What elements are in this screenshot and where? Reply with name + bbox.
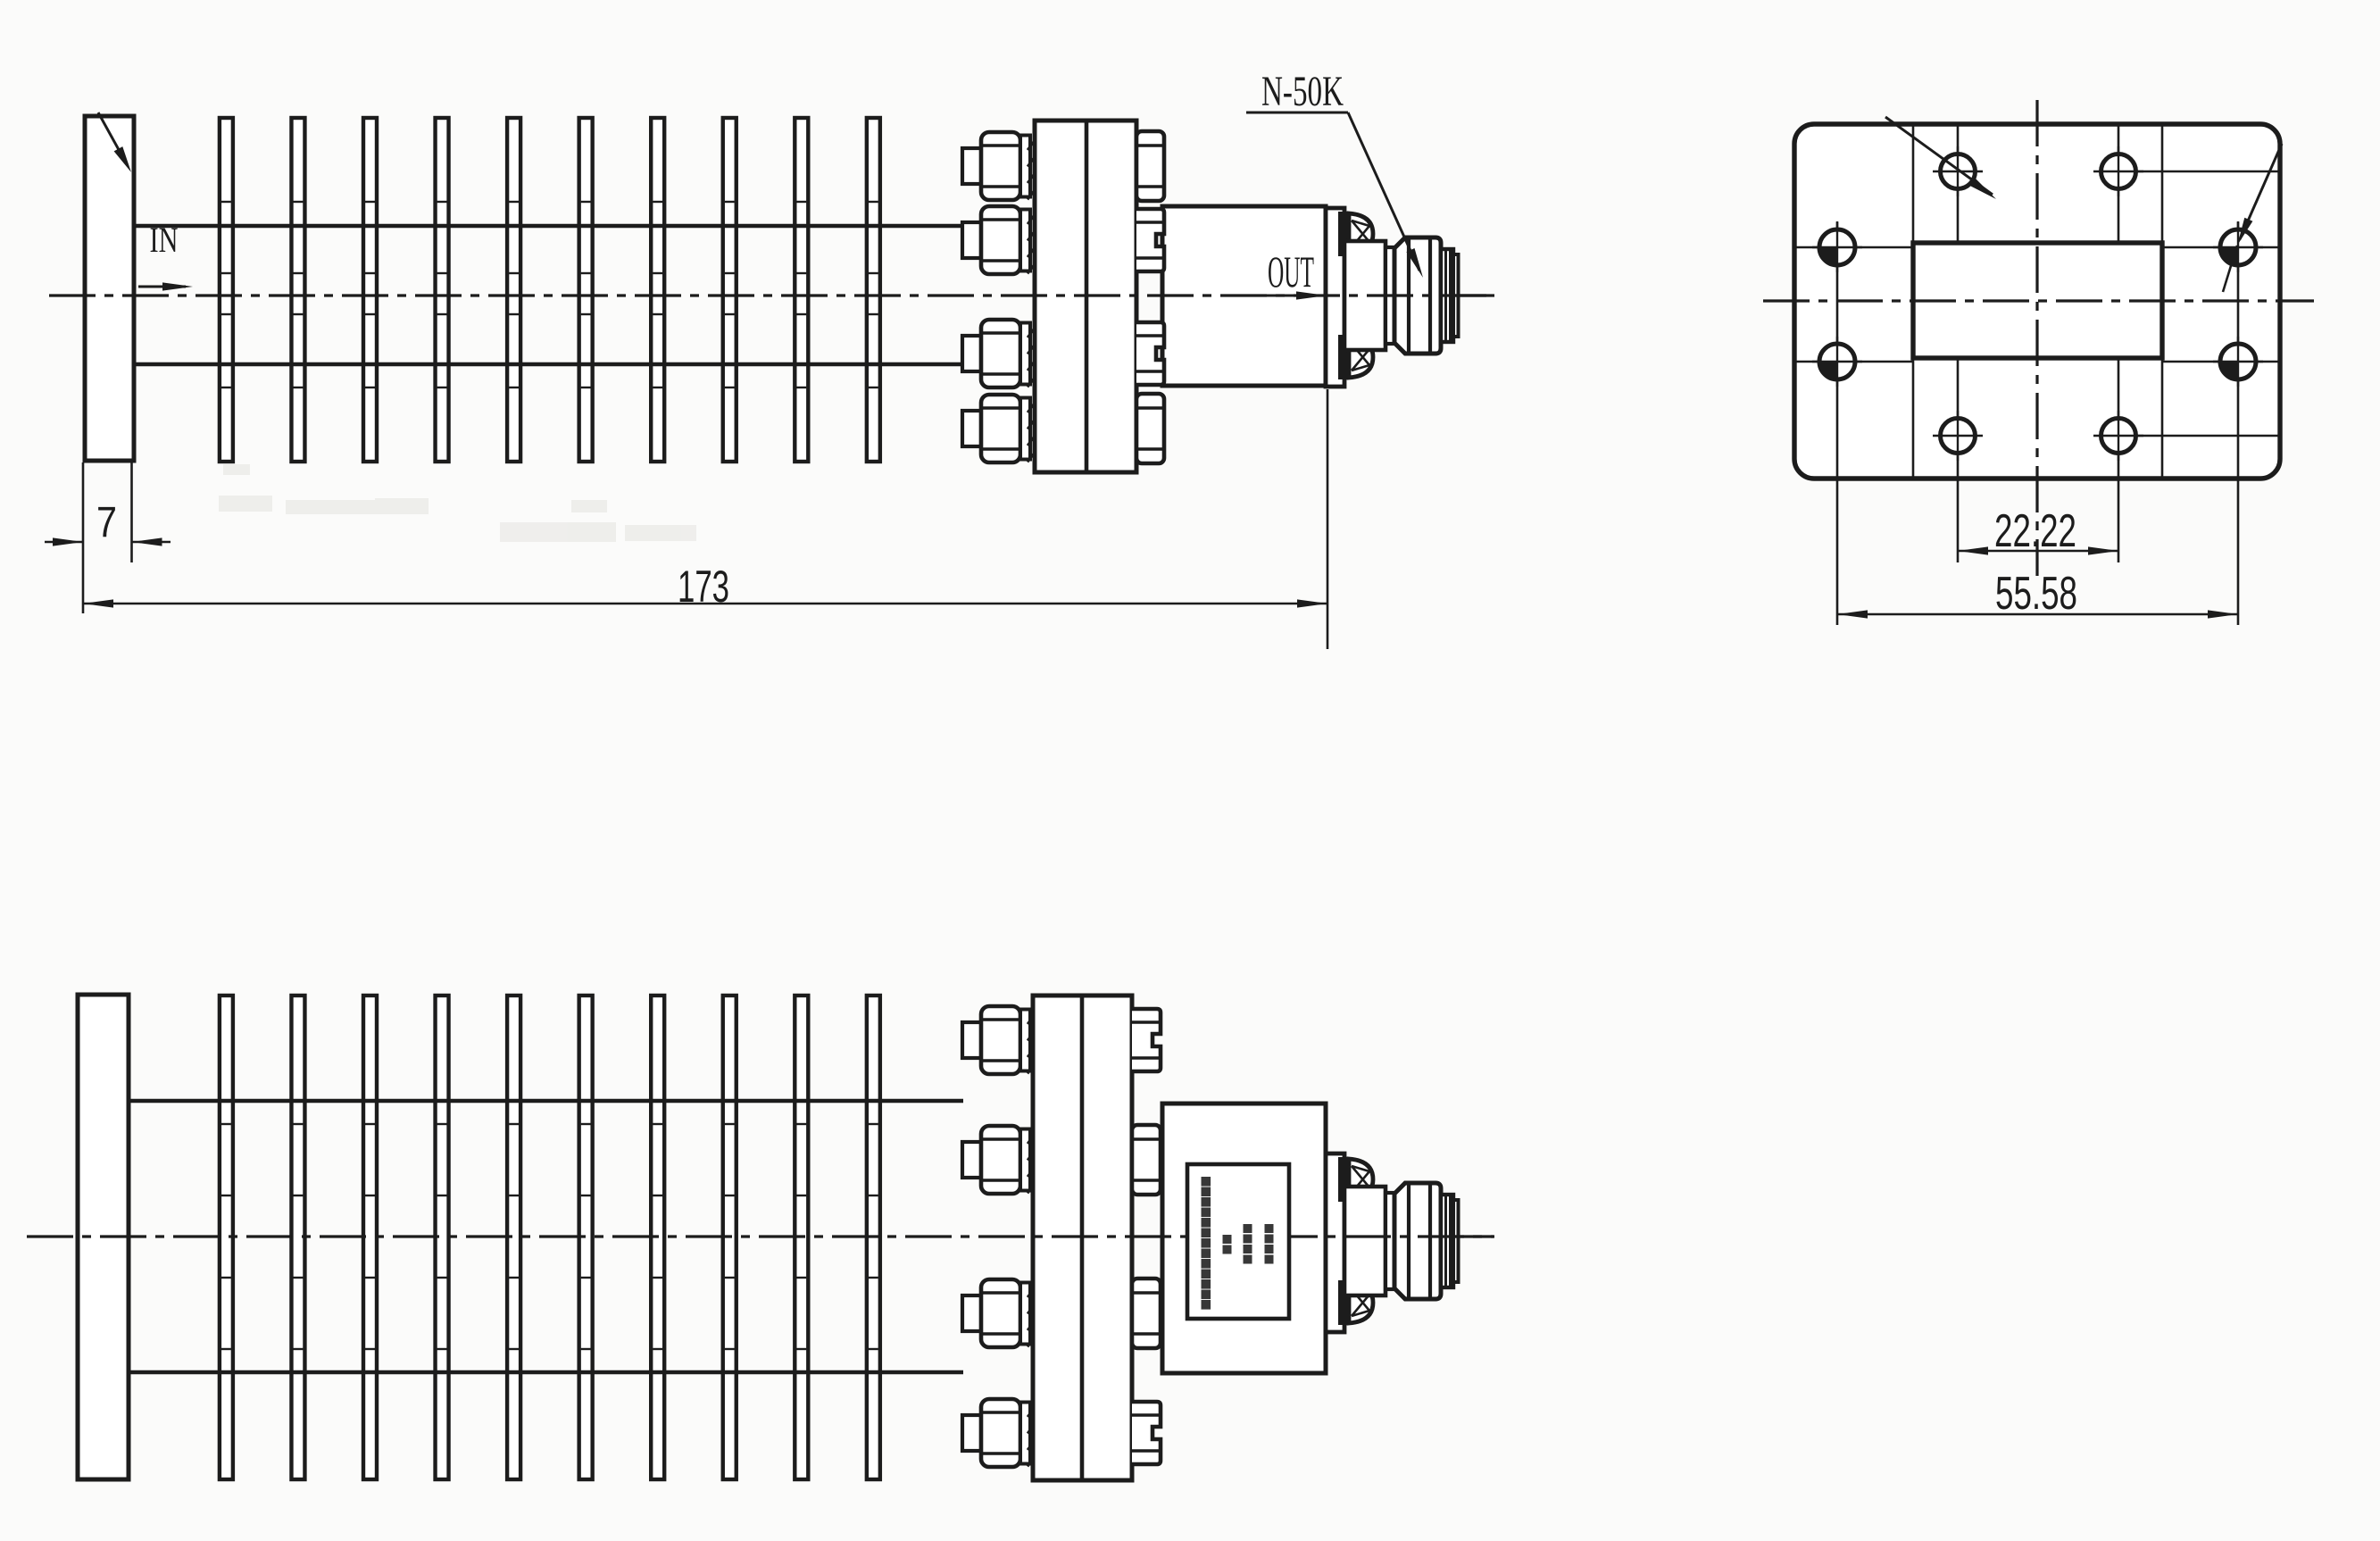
svg-text:IN: IN <box>150 220 179 260</box>
svg-text:173: 173 <box>678 562 729 612</box>
svg-text:OUT: OUT <box>1268 246 1314 296</box>
svg-text:N-50K: N-50K <box>1261 68 1344 115</box>
svg-text:7: 7 <box>96 499 117 546</box>
svg-text:55.58: 55.58 <box>1995 568 2077 620</box>
svg-text:22.22: 22.22 <box>1994 505 2076 557</box>
